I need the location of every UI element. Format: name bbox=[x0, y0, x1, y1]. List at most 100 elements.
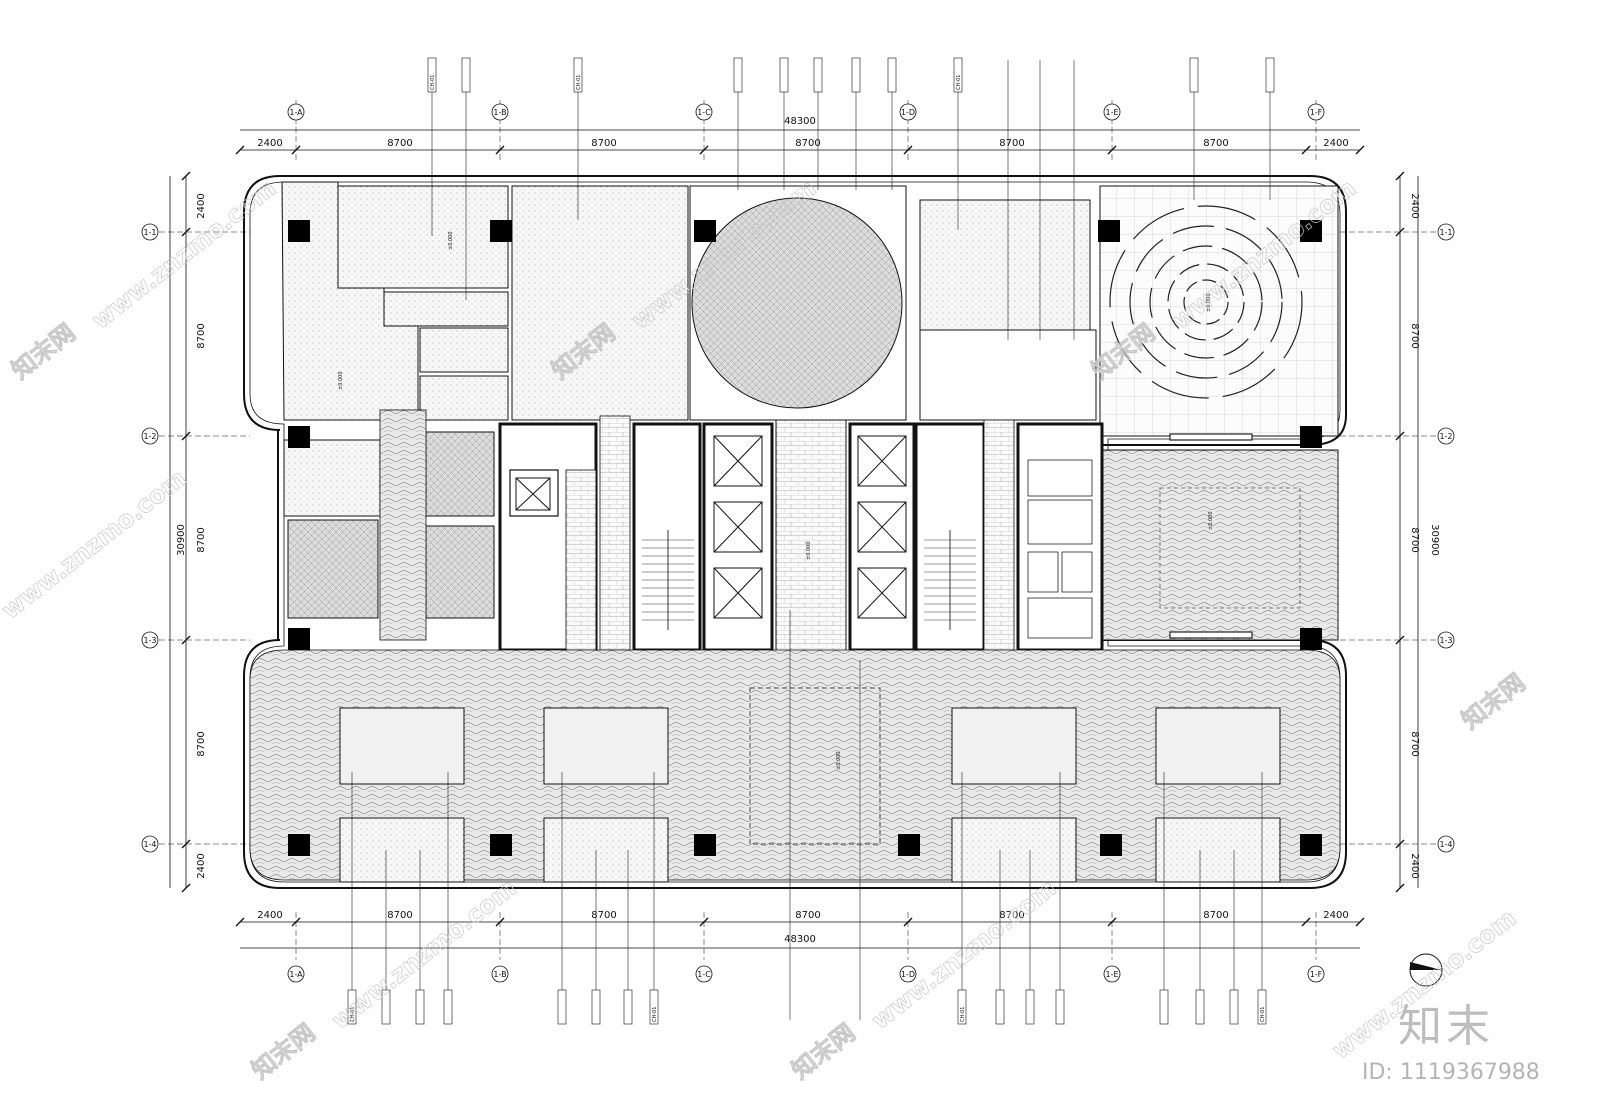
brand-logo: 知末 bbox=[1398, 1001, 1494, 1052]
svg-text:1-F: 1-F bbox=[1310, 108, 1323, 117]
svg-text:8700: 8700 bbox=[795, 910, 820, 921]
svg-text:2400: 2400 bbox=[1323, 138, 1348, 149]
svg-text:1-D: 1-D bbox=[901, 970, 915, 979]
svg-text:CH-01: CH-01 bbox=[960, 1007, 966, 1022]
svg-text:8700: 8700 bbox=[196, 323, 207, 348]
svg-text:8700: 8700 bbox=[387, 138, 412, 149]
bay-1 bbox=[339, 817, 465, 883]
svg-text:1-F: 1-F bbox=[1310, 970, 1323, 979]
core-brick-strip-3 bbox=[983, 419, 1015, 651]
core-brick-strip bbox=[565, 469, 597, 651]
svg-text:CH-01: CH-01 bbox=[652, 1007, 658, 1022]
svg-text:±0.000: ±0.000 bbox=[1208, 511, 1214, 530]
room-lounge bbox=[511, 185, 689, 421]
svg-text:8700: 8700 bbox=[1203, 910, 1228, 921]
room-small-a bbox=[383, 291, 509, 327]
svg-text:±0.000: ±0.000 bbox=[338, 371, 344, 390]
svg-text:CH-01: CH-01 bbox=[956, 75, 962, 90]
svg-text:8700: 8700 bbox=[196, 527, 207, 552]
svg-text:1-2: 1-2 bbox=[1439, 432, 1452, 441]
svg-text:1-E: 1-E bbox=[1105, 108, 1118, 117]
room-feature-hall bbox=[1099, 185, 1339, 437]
core-zone bbox=[283, 409, 1104, 655]
room-east-wing bbox=[1101, 449, 1339, 641]
svg-text:±0.000: ±0.000 bbox=[448, 231, 454, 250]
svg-text:2400: 2400 bbox=[257, 138, 282, 149]
svg-text:8700: 8700 bbox=[591, 138, 616, 149]
ceiling-tag-boxes bbox=[347, 57, 1275, 1025]
dimension-lines bbox=[150, 100, 1440, 960]
stair-west bbox=[632, 422, 702, 652]
svg-text:www.znzmo.com: www.znzmo.com bbox=[0, 464, 191, 625]
svg-text:1-A: 1-A bbox=[289, 108, 303, 117]
svg-text:8700: 8700 bbox=[387, 910, 412, 921]
grid-bubble-labels: 1-A 1-B 1-C 1-D 1-E 1-F 1-A 1-B 1-C 1-D … bbox=[143, 108, 1452, 979]
svg-text:2400: 2400 bbox=[1323, 910, 1348, 921]
svg-text:1-3: 1-3 bbox=[143, 636, 156, 645]
room-north-office bbox=[337, 185, 509, 289]
svg-text:CH-01: CH-01 bbox=[576, 75, 582, 90]
svg-text:2400: 2400 bbox=[1409, 193, 1420, 218]
room-corridor-strip bbox=[919, 329, 1097, 421]
room-meeting bbox=[919, 199, 1091, 331]
circular-ceiling-feature bbox=[1109, 205, 1303, 639]
svg-text:知末网: 知末网 bbox=[6, 318, 80, 384]
svg-text:±0.000: ±0.000 bbox=[1206, 293, 1212, 312]
room-west-hatched-1 bbox=[287, 519, 379, 619]
svg-text:1-2: 1-2 bbox=[143, 432, 156, 441]
bay-3 bbox=[951, 817, 1077, 883]
svg-text:1-B: 1-B bbox=[493, 970, 506, 979]
svg-text:1-A: 1-A bbox=[289, 970, 303, 979]
svg-text:8700: 8700 bbox=[795, 138, 820, 149]
svg-text:1-4: 1-4 bbox=[1439, 840, 1452, 849]
core-brick-strip-2 bbox=[599, 415, 631, 651]
top-zone-rooms bbox=[281, 181, 1339, 641]
svg-text:1-3: 1-3 bbox=[1439, 636, 1452, 645]
washroom-fixtures bbox=[1027, 459, 1093, 639]
leader-lines bbox=[351, 60, 1271, 1020]
svg-text:1-4: 1-4 bbox=[143, 840, 156, 849]
svg-text:8700: 8700 bbox=[1409, 323, 1420, 348]
total-width-bottom: 48300 bbox=[784, 934, 816, 945]
svg-text:1-D: 1-D bbox=[901, 108, 915, 117]
svg-text:www.znzmo.com: www.znzmo.com bbox=[86, 174, 281, 335]
svg-text:2400: 2400 bbox=[1409, 853, 1420, 878]
island-3 bbox=[951, 707, 1077, 785]
svg-text:2400: 2400 bbox=[257, 910, 282, 921]
ceiling-tag-labels: CH-01 CH-01 CH-01 CH-01 CH-01 CH-01 CH-0… bbox=[338, 75, 1266, 1022]
svg-text:8700: 8700 bbox=[1203, 138, 1228, 149]
island-4 bbox=[1155, 707, 1281, 785]
bay-4 bbox=[1155, 817, 1281, 883]
svg-text:1-1: 1-1 bbox=[143, 228, 156, 237]
stair-treads bbox=[642, 530, 976, 630]
grid-bubbles bbox=[141, 103, 1455, 983]
north-arrow-icon bbox=[1409, 953, 1443, 987]
svg-text:±0.000: ±0.000 bbox=[836, 751, 842, 770]
svg-text:1-C: 1-C bbox=[697, 970, 711, 979]
svg-text:知末网: 知末网 bbox=[246, 1018, 320, 1084]
svg-text:±0.000: ±0.000 bbox=[806, 541, 812, 560]
svg-text:8700: 8700 bbox=[1409, 527, 1420, 552]
structural-columns bbox=[288, 220, 1322, 856]
lobby-central-strip bbox=[775, 419, 847, 655]
room-west-hatched-3 bbox=[425, 525, 495, 619]
island-1 bbox=[339, 707, 465, 785]
island-2 bbox=[543, 707, 669, 785]
svg-text:1-B: 1-B bbox=[493, 108, 506, 117]
svg-text:8700: 8700 bbox=[999, 138, 1024, 149]
svg-text:1-1: 1-1 bbox=[1439, 228, 1452, 237]
svg-text:知末网: 知末网 bbox=[1456, 668, 1530, 734]
svg-text:CH-01: CH-01 bbox=[1260, 1007, 1266, 1022]
corridor-west bbox=[283, 439, 381, 517]
svg-text:8700: 8700 bbox=[999, 910, 1024, 921]
rotunda-floor bbox=[691, 197, 903, 409]
total-height-right: 30900 bbox=[1429, 524, 1440, 556]
svg-text:CH-01: CH-01 bbox=[430, 75, 436, 90]
total-width-top: 48300 bbox=[784, 116, 816, 127]
svg-text:8700: 8700 bbox=[591, 910, 616, 921]
svg-text:知末网: 知末网 bbox=[786, 1018, 860, 1084]
svg-text:8700: 8700 bbox=[196, 731, 207, 756]
image-id-label: ID: 1119367988 bbox=[1362, 1060, 1540, 1085]
svg-text:1-C: 1-C bbox=[697, 108, 711, 117]
